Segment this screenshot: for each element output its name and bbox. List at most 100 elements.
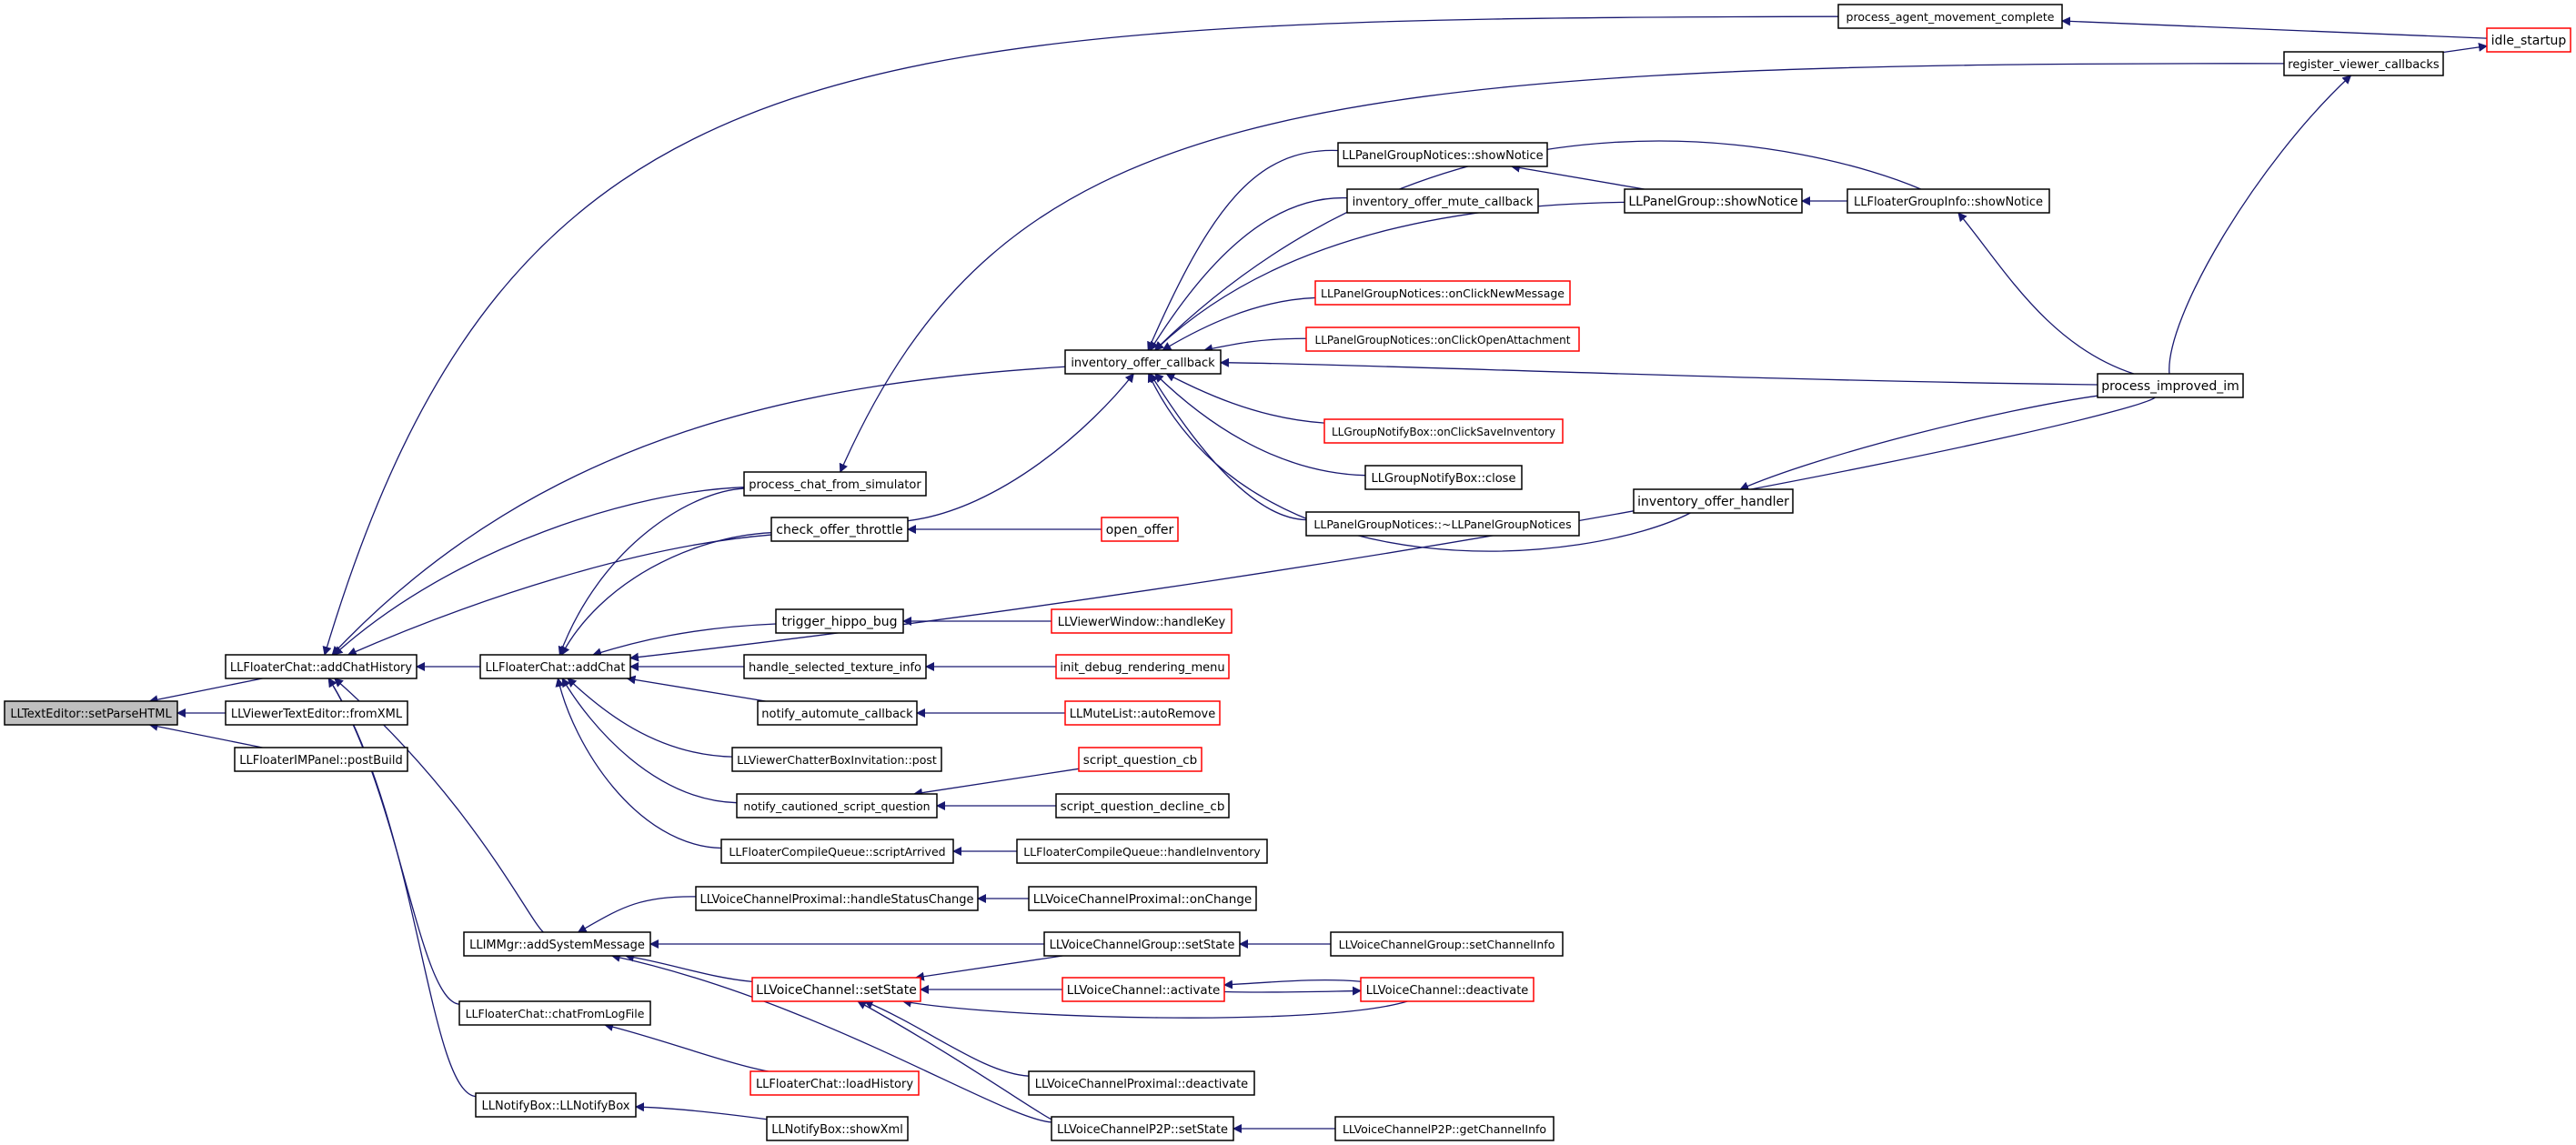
graph-node-n01[interactable]: LLTextEditor::setParseHTML bbox=[4, 700, 178, 726]
node-box[interactable] bbox=[1846, 188, 2050, 214]
node-box[interactable] bbox=[775, 608, 904, 634]
graph-node-n08[interactable]: LLPanelGroupNotices::showNotice bbox=[1337, 142, 1548, 167]
graph-node-n38[interactable]: LLIMMgr::addSystemMessage bbox=[463, 931, 651, 957]
node-box[interactable] bbox=[1062, 977, 1225, 1002]
graph-node-n24[interactable]: LLViewerWindow::handleKey bbox=[1051, 608, 1233, 634]
node-box[interactable] bbox=[234, 747, 408, 772]
node-box[interactable] bbox=[1314, 280, 1571, 306]
graph-node-n32[interactable]: notify_cautioned_script_question bbox=[736, 793, 938, 819]
graph-node-n40[interactable]: LLVoiceChannelGroup::setChannelInfo bbox=[1330, 931, 1564, 957]
node-box[interactable] bbox=[1051, 1116, 1234, 1141]
node-box[interactable] bbox=[720, 839, 954, 864]
graph-node-n06[interactable]: idle_startup bbox=[2486, 27, 2571, 53]
graph-node-n27[interactable]: init_debug_rendering_menu bbox=[1055, 654, 1230, 679]
node-box[interactable] bbox=[1064, 349, 1222, 375]
graph-node-n14[interactable]: inventory_offer_callback bbox=[1064, 349, 1222, 375]
node-box[interactable] bbox=[1624, 188, 1803, 214]
graph-node-n42[interactable]: LLVoiceChannel::activate bbox=[1062, 977, 1225, 1002]
graph-node-n43[interactable]: LLVoiceChannel::deactivate bbox=[1360, 977, 1535, 1002]
node-box[interactable] bbox=[479, 654, 631, 679]
graph-node-n15[interactable]: process_improved_im bbox=[2097, 373, 2244, 398]
graph-node-n07[interactable]: register_viewer_callbacks bbox=[2283, 51, 2444, 76]
node-box[interactable] bbox=[1364, 465, 1523, 490]
graph-node-n25[interactable]: LLFloaterChat::addChat bbox=[479, 654, 631, 679]
graph-node-n03[interactable]: LLViewerTextEditor::fromXML bbox=[225, 700, 408, 726]
graph-node-n20[interactable]: LLPanelGroupNotices::~LLPanelGroupNotice… bbox=[1305, 511, 1580, 537]
graph-node-n22[interactable]: open_offer bbox=[1101, 517, 1179, 542]
node-box[interactable] bbox=[1305, 511, 1580, 537]
node-box[interactable] bbox=[463, 931, 651, 957]
graph-node-n29[interactable]: LLMuteList::autoRemove bbox=[1064, 700, 1221, 726]
graph-node-n34[interactable]: LLFloaterCompileQueue::scriptArrived bbox=[720, 839, 954, 864]
node-box[interactable] bbox=[1101, 517, 1179, 542]
graph-node-n28[interactable]: notify_automute_callback bbox=[757, 700, 918, 726]
graph-node-n37[interactable]: LLVoiceChannelProximal::onChange bbox=[1028, 886, 1257, 911]
graph-node-n17[interactable]: LLGroupNotifyBox::close bbox=[1364, 465, 1523, 490]
node-box[interactable] bbox=[1330, 931, 1564, 957]
node-box[interactable] bbox=[1346, 188, 1539, 214]
node-box[interactable] bbox=[695, 886, 979, 911]
graph-node-n31[interactable]: script_question_cb bbox=[1078, 747, 1202, 772]
node-box[interactable] bbox=[736, 793, 938, 819]
graph-node-n05[interactable]: process_agent_movement_complete bbox=[1837, 4, 2063, 29]
node-box[interactable] bbox=[1837, 4, 2063, 29]
graph-node-n50[interactable]: LLVoiceChannelP2P::getChannelInfo bbox=[1334, 1116, 1555, 1141]
graph-node-n41[interactable]: LLVoiceChannel::setState bbox=[751, 977, 921, 1002]
graph-node-n10[interactable]: LLPanelGroup::showNotice bbox=[1624, 188, 1803, 214]
node-box[interactable] bbox=[1028, 886, 1257, 911]
graph-node-n11[interactable]: LLFloaterGroupInfo::showNotice bbox=[1846, 188, 2050, 214]
node-box[interactable] bbox=[743, 471, 927, 497]
node-box[interactable] bbox=[1360, 977, 1535, 1002]
graph-node-n21[interactable]: check_offer_throttle bbox=[770, 517, 909, 542]
graph-node-n49[interactable]: LLVoiceChannelP2P::setState bbox=[1051, 1116, 1234, 1141]
graph-node-n30[interactable]: LLViewerChatterBoxInvitation::post bbox=[731, 747, 942, 772]
node-box[interactable] bbox=[1051, 608, 1233, 634]
graph-node-n16[interactable]: LLGroupNotifyBox::onClickSaveInventory bbox=[1323, 418, 1564, 444]
node-box[interactable] bbox=[475, 1092, 637, 1118]
graph-node-n33[interactable]: script_question_decline_cb bbox=[1055, 793, 1230, 819]
node-box[interactable] bbox=[1337, 142, 1548, 167]
graph-node-n19[interactable]: inventory_offer_handler bbox=[1633, 488, 1794, 514]
graph-node-n35[interactable]: LLFloaterCompileQueue::handleInventory bbox=[1016, 839, 1268, 864]
graph-node-n12[interactable]: LLPanelGroupNotices::onClickNewMessage bbox=[1314, 280, 1571, 306]
graph-node-n18[interactable]: process_chat_from_simulator bbox=[743, 471, 927, 497]
node-box[interactable] bbox=[1305, 326, 1580, 352]
graph-node-n13[interactable]: LLPanelGroupNotices::onClickOpenAttachme… bbox=[1305, 326, 1580, 352]
node-box[interactable] bbox=[1323, 418, 1564, 444]
graph-node-n23[interactable]: trigger_hippo_bug bbox=[775, 608, 904, 634]
node-box[interactable] bbox=[2283, 51, 2444, 76]
graph-node-n02[interactable]: LLFloaterChat::addChatHistory bbox=[225, 654, 418, 679]
graph-node-n39[interactable]: LLVoiceChannelGroup::setState bbox=[1043, 931, 1241, 957]
node-box[interactable] bbox=[1334, 1116, 1555, 1141]
node-box[interactable] bbox=[1043, 931, 1241, 957]
node-box[interactable] bbox=[225, 700, 408, 726]
node-box[interactable] bbox=[1055, 793, 1230, 819]
node-box[interactable] bbox=[731, 747, 942, 772]
node-box[interactable] bbox=[743, 654, 927, 679]
graph-node-n44[interactable]: LLFloaterChat::chatFromLogFile bbox=[458, 1000, 651, 1026]
graph-node-n04[interactable]: LLFloaterIMPanel::postBuild bbox=[234, 747, 408, 772]
graph-node-n45[interactable]: LLFloaterChat::loadHistory bbox=[750, 1070, 920, 1096]
node-box[interactable] bbox=[2486, 27, 2571, 53]
node-box[interactable] bbox=[766, 1116, 909, 1141]
node-box[interactable] bbox=[1055, 654, 1230, 679]
node-box[interactable] bbox=[1078, 747, 1202, 772]
graph-node-n46[interactable]: LLVoiceChannelProximal::deactivate bbox=[1028, 1070, 1255, 1096]
node-box[interactable] bbox=[770, 517, 909, 542]
node-box[interactable] bbox=[1028, 1070, 1255, 1096]
graph-node-n48[interactable]: LLNotifyBox::showXml bbox=[766, 1116, 909, 1141]
node-box[interactable] bbox=[225, 654, 418, 679]
graph-node-n09[interactable]: inventory_offer_mute_callback bbox=[1346, 188, 1539, 214]
graph-node-n36[interactable]: LLVoiceChannelProximal::handleStatusChan… bbox=[695, 886, 979, 911]
node-box[interactable] bbox=[1633, 488, 1794, 514]
node-box[interactable] bbox=[750, 1070, 920, 1096]
node-box[interactable] bbox=[2097, 373, 2244, 398]
node-box[interactable] bbox=[458, 1000, 651, 1026]
node-box[interactable] bbox=[1064, 700, 1221, 726]
graph-node-n26[interactable]: handle_selected_texture_info bbox=[743, 654, 927, 679]
node-box[interactable] bbox=[1016, 839, 1268, 864]
node-box[interactable] bbox=[757, 700, 918, 726]
node-box[interactable] bbox=[751, 977, 921, 1002]
node-box[interactable] bbox=[4, 700, 178, 726]
graph-node-n47[interactable]: LLNotifyBox::LLNotifyBox bbox=[475, 1092, 637, 1118]
